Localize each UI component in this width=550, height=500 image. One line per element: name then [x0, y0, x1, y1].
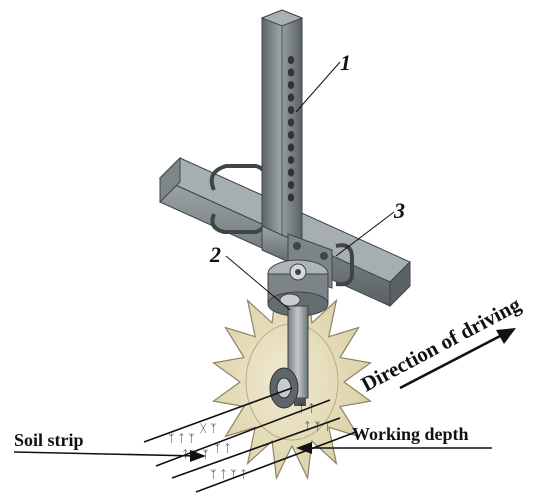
vertical-post — [260, 9, 304, 251]
soil-strip-band: ᛉ ᛏ ᛉ ᚷ ᛉ ᛏ ᚷ ᛉ ᛉ ᛏ ᛉ ᛏ ᛉ ᛏ ᛉ ᛏ ᛏ ᛉ ᛏ — [143, 387, 357, 493]
arrow-up-right-icon — [496, 328, 516, 344]
direction-callout: Direction of driving — [357, 292, 525, 396]
svg-text:ᛏ ᛉ ᛏ: ᛏ ᛉ ᛏ — [304, 420, 331, 433]
post-holes — [287, 56, 295, 202]
post-hole — [287, 131, 295, 139]
soil-strip-label: Soil strip — [14, 430, 84, 450]
working-depth-callout: Working depth — [296, 424, 492, 454]
svg-text:ᛉ ᛏ ᛉ ᛏ: ᛉ ᛏ ᛉ ᛏ — [210, 468, 247, 481]
arrow-right-icon — [190, 450, 206, 462]
post-hole — [287, 68, 295, 77]
post-hole — [287, 56, 295, 64]
wheel-shaft — [269, 305, 309, 409]
label-2-text: 2 — [209, 242, 221, 267]
svg-text:ᚷ ᛉ: ᚷ ᛉ — [200, 422, 217, 435]
post-hole — [287, 168, 295, 177]
svg-text:ᛉ ᛏ ᛉ: ᛉ ᛏ ᛉ — [168, 432, 195, 445]
label-1-text: 1 — [340, 50, 351, 75]
label-part-1: 1 — [295, 50, 351, 113]
label-3-text: 3 — [393, 198, 405, 223]
post-hole — [287, 93, 295, 102]
svg-text:ᛉ ᛏ: ᛉ ᛏ — [298, 402, 315, 415]
post-hole — [287, 181, 295, 189]
post-hole — [287, 106, 295, 114]
working-depth-label: Working depth — [352, 424, 469, 444]
soil-strip-callout: Soil strip — [13, 430, 206, 462]
post-hole — [287, 81, 295, 89]
direction-label: Direction of driving — [357, 292, 525, 396]
label-part-2: 2 — [209, 242, 291, 311]
label-part-3: 3 — [335, 198, 405, 257]
post-hole — [287, 156, 295, 164]
post-hole — [287, 143, 295, 152]
arrow-left-icon — [296, 442, 312, 454]
bearing-housing — [267, 259, 329, 317]
svg-text:ᛉ ᛏ: ᛉ ᛏ — [214, 442, 231, 455]
post-hole — [287, 118, 295, 127]
post-hole — [287, 193, 295, 202]
